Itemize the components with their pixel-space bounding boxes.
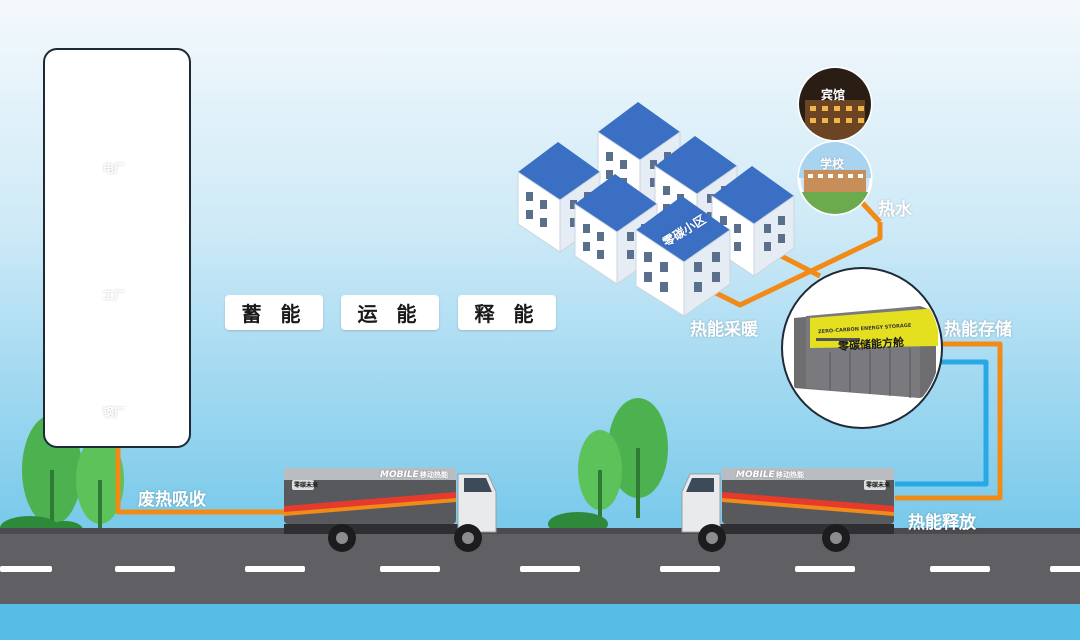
source-label-steel-mill: 钢厂 xyxy=(103,406,125,419)
chip-release-energy: 释 能 xyxy=(458,295,556,330)
source-label-power-plant: 电厂 xyxy=(103,162,125,175)
label-hot-water: 热水 xyxy=(878,200,912,220)
source-label-factory: 工厂 xyxy=(103,289,125,302)
tree-group-right xyxy=(548,398,668,536)
chip-transport-energy: 运 能 xyxy=(341,295,439,330)
hotel-circle xyxy=(797,66,873,142)
heat-source-panel xyxy=(43,48,191,448)
heat-transport-truck-right xyxy=(681,468,894,552)
chip-store-energy: 蓄 能 xyxy=(225,295,323,330)
community-buildings xyxy=(517,102,795,317)
school-circle xyxy=(797,140,873,216)
truck-left-brand-sub: 移动热能 xyxy=(420,471,448,479)
truck-right-brand-sub: 移动热能 xyxy=(776,471,804,479)
consumer-label-hotel: 宾馆 xyxy=(821,88,846,102)
truck-right-logo-text: 零碳未来 xyxy=(866,482,891,489)
community-main-building xyxy=(635,196,731,317)
label-heat-storage: 热能存储 xyxy=(944,320,1012,340)
label-heating: 热能采暖 xyxy=(690,320,758,340)
energy-storage-cabin-circle xyxy=(781,267,943,429)
heat-transport-truck-left xyxy=(284,468,497,552)
truck-right-brand: MOBILE xyxy=(736,470,775,480)
truck-left-logo-text: 零碳未来 xyxy=(294,482,319,489)
truck-left-brand: MOBILE xyxy=(380,470,419,480)
label-waste-heat: 废热吸收 xyxy=(138,490,206,510)
consumer-label-school: 学校 xyxy=(820,157,845,171)
road xyxy=(0,528,1080,640)
label-heat-release: 热能释放 xyxy=(908,513,976,533)
